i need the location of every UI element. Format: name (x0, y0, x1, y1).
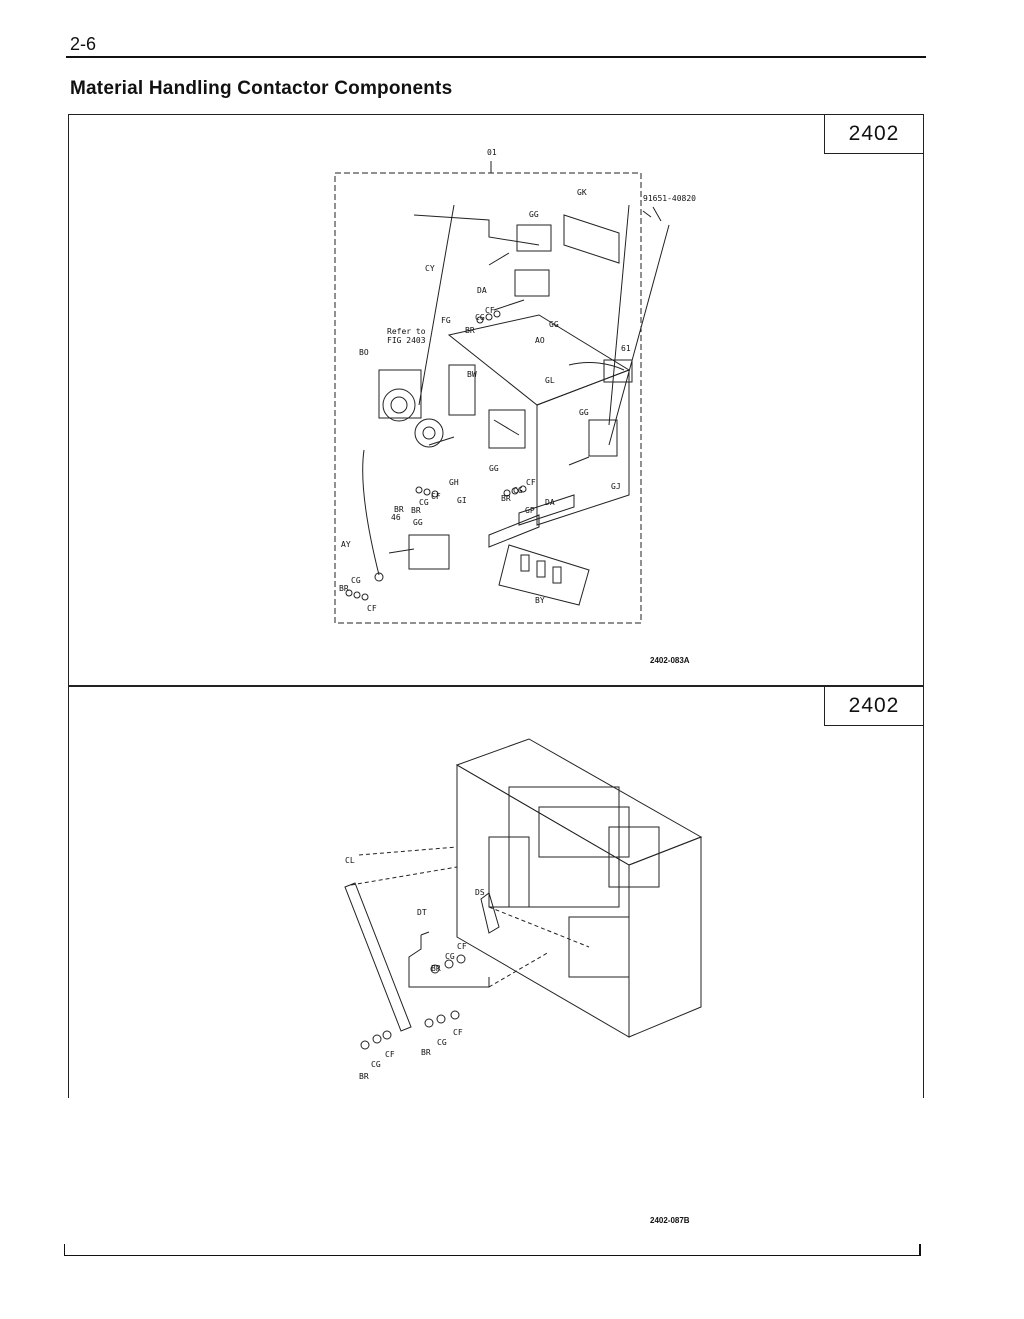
part-label-cg-b1: CG (445, 952, 455, 961)
part-label-61: 61 (621, 344, 631, 353)
refer-to-label: Refer to (387, 327, 426, 336)
panel-mount-diagram: CL DS DT CF CG BR CF CG BR CF CG BR (344, 738, 703, 1081)
part-label-cf-2: CF (526, 478, 536, 487)
part-label-cg-1: CG (475, 313, 485, 322)
part-label-bo: BO (359, 348, 369, 357)
contactor-exploded-diagram: 01 91651-40820 GK GG CY DA GG FG BR CG C… (334, 148, 696, 624)
part-label-cg-2: CG (513, 486, 523, 495)
part-label-br-3: BR (411, 506, 421, 515)
part-label-br-2: BR (501, 494, 511, 503)
part-label-cf-b2: CF (453, 1028, 463, 1037)
part-label-cf-b3: CF (385, 1050, 395, 1059)
part-label-gg-5: GG (413, 518, 423, 527)
part-label-cl: CL (345, 856, 355, 865)
part-label-br-4: BR (394, 505, 404, 514)
part-label-cg-3: CG (419, 498, 429, 507)
part-label-cf-4: CF (367, 604, 377, 613)
part-label-gg-2: GG (549, 320, 559, 329)
part-label-ao: AO (535, 336, 545, 345)
part-label-br-1: BR (465, 326, 475, 335)
footer-rule (64, 1255, 920, 1256)
refer-fig-label: FIG 2403 (387, 336, 426, 345)
part-label-da-2: DA (545, 498, 555, 507)
part-label-br-b2: BR (421, 1048, 431, 1057)
part-label-gi: GI (457, 496, 467, 505)
part-label-ds: DS (475, 888, 485, 897)
part-label-cf-1: CF (485, 306, 495, 315)
page-title: Material Handling Contactor Components (70, 78, 453, 99)
part-label-gg-3: GG (579, 408, 589, 417)
part-label-gl: GL (545, 376, 555, 385)
part-label-br-5: BR (339, 584, 349, 593)
figure-panel-top: 2402 (68, 114, 924, 686)
drawing-code-top: 2402-083A (650, 656, 690, 665)
part-label-46: 46 (391, 513, 401, 522)
part-label-gp: GP (525, 506, 535, 515)
page-number: 2-6 (70, 34, 97, 54)
figure-number-box-top: 2402 (824, 114, 924, 154)
part-label-cg-4: CG (351, 576, 361, 585)
drawing-code-bottom: 2402-087B (650, 1216, 690, 1225)
part-label-cf-b1: CF (457, 942, 467, 951)
part-label-by: BY (535, 596, 545, 605)
part-label-gg-4: GG (489, 464, 499, 473)
part-label-dt: DT (417, 908, 427, 917)
part-label-gk: GK (577, 188, 587, 197)
part-label-gj: GJ (611, 482, 621, 491)
part-label-br-b1: BR (431, 964, 441, 973)
part-label-ay: AY (341, 540, 351, 549)
part-label-cg-b3: CG (371, 1060, 381, 1069)
footer-tick-left (64, 1244, 65, 1256)
part-label-assembly: 01 (487, 148, 497, 157)
part-label-bolt-number: 91651-40820 (643, 194, 696, 203)
footer-tick-right (919, 1244, 921, 1256)
part-label-br-b3: BR (359, 1072, 369, 1081)
part-label-gg-1: GG (529, 210, 539, 219)
part-label-bw: BW (467, 370, 477, 379)
header-rule (66, 56, 926, 58)
part-label-cy: CY (425, 264, 435, 273)
part-label-da-1: DA (477, 286, 487, 295)
part-label-cf-3: CF (431, 492, 441, 501)
figure-panel-bottom: 2402 CL DS DT CF CG BR CF CG (68, 686, 924, 1098)
part-label-fg: FG (441, 316, 451, 325)
figure-number-box-bottom: 2402 (824, 686, 924, 726)
part-label-gh: GH (449, 478, 459, 487)
part-label-cg-b2: CG (437, 1038, 447, 1047)
